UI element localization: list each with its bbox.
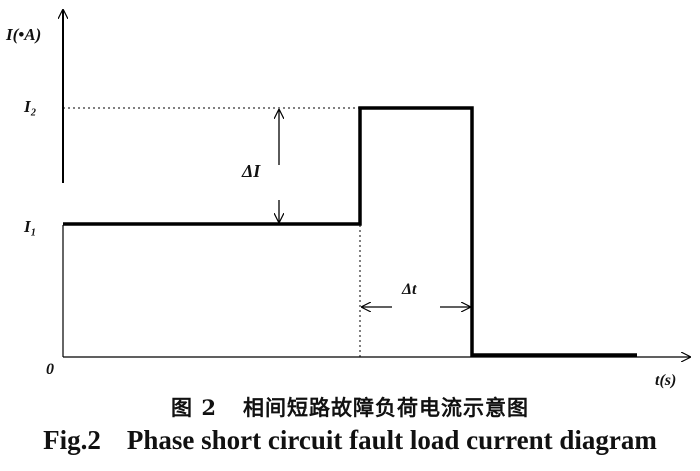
caption-en-number: Fig.2 (43, 425, 101, 455)
caption-cn-title: 相间短路故障负荷电流示意图 (242, 395, 529, 420)
caption-chinese: 图 2 相间短路故障负荷电流示意图 (0, 392, 700, 422)
caption-en-title: Phase short circuit fault load current d… (126, 425, 657, 455)
caption-cn-number: 图 2 (171, 395, 217, 420)
current-waveform (63, 106, 637, 357)
delta-i-label: ΔI (241, 161, 261, 181)
origin-label: 0 (46, 361, 54, 378)
i2-level-label: I₂ (23, 97, 37, 116)
i1-level-label: I₁ (23, 217, 37, 236)
caption-english: Fig.2 Phase short circuit fault load curr… (0, 425, 700, 456)
x-axis-label: t(s) (655, 372, 676, 389)
delta-t-label: Δt (401, 281, 417, 298)
y-axis-label: I(•A) (5, 25, 41, 44)
